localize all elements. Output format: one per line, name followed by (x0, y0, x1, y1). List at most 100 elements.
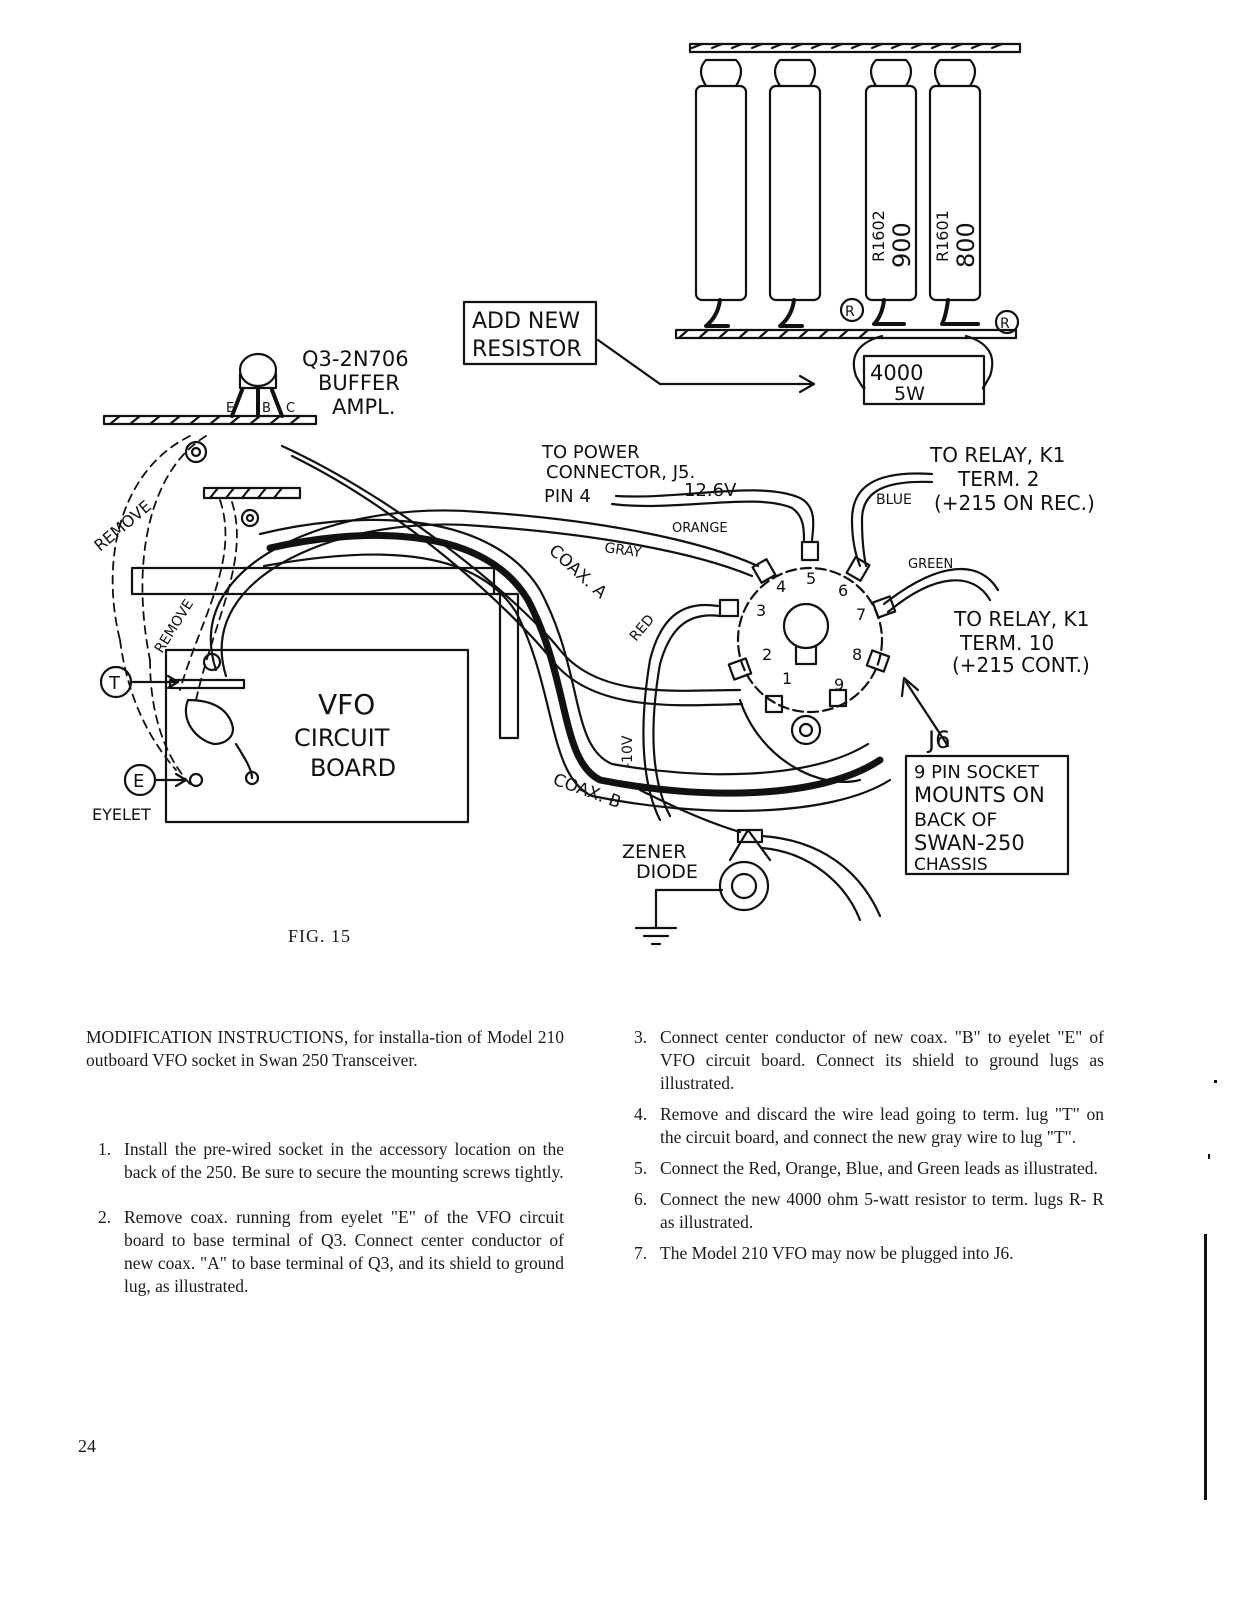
ebc-e: E (226, 401, 234, 416)
remove-label-2: REMOVE (152, 597, 197, 656)
r-mark-2: R (1000, 316, 1010, 332)
coax-b (258, 518, 892, 812)
step-number: 3. (634, 1027, 648, 1047)
coax-a-label: COAX. A (545, 541, 611, 603)
step-item: 2. Remove coax. running from eyelet "E" … (98, 1206, 564, 1298)
step-text: Connect the Red, Orange, Blue, and Green… (660, 1158, 1098, 1178)
blue-wire (850, 472, 934, 568)
circuit-label: CIRCUIT (294, 724, 390, 752)
red-wire (642, 603, 720, 822)
pin-1: 1 (782, 669, 792, 688)
to-relay-k1-a: TO RELAY, K1 (929, 443, 1065, 467)
socket-note-box (904, 754, 1070, 876)
pin-4: 4 (776, 577, 786, 596)
gray-wire (209, 509, 760, 672)
r1601-label: R1601 (933, 210, 952, 262)
scan-dot (1214, 1080, 1217, 1083)
pin-7: 7 (856, 605, 866, 624)
step-text: Remove and discard the wire lead going t… (660, 1104, 1104, 1147)
step-number: 7. (634, 1243, 648, 1263)
new-resistor-watt: 5W (894, 383, 925, 405)
pin-6: 6 (838, 581, 848, 600)
step-text: Connect center conductor of new coax. "B… (660, 1027, 1104, 1093)
scan-edge-mark (1204, 1234, 1207, 1500)
add-new-resistor-box (462, 300, 598, 366)
transistor-q3 (230, 352, 284, 418)
green-wire (882, 567, 1000, 606)
new-resistor-value: 4000 (870, 361, 923, 385)
intro-paragraph: MODIFICATION INSTRUCTIONS, for installa-… (86, 1027, 564, 1070)
pin-5: 5 (806, 569, 816, 588)
step-number: 2. (98, 1207, 112, 1227)
blue-label: BLUE (876, 492, 912, 508)
socket-note-3: BACK OF (914, 809, 997, 831)
step-text: Install the pre-wired socket in the acce… (124, 1139, 564, 1182)
r1602-value: 900 (888, 222, 916, 268)
step-text: Connect the new 4000 ohm 5-watt resistor… (660, 1189, 1104, 1232)
step-number: 5. (634, 1158, 648, 1178)
step-text: Remove coax. running from eyelet "E" of … (124, 1207, 564, 1296)
to-power-label: TO POWER (541, 442, 640, 463)
step-item: 3. Connect center conductor of new coax.… (634, 1026, 1104, 1095)
vfo-label: VFO (318, 688, 375, 721)
r1602-label: R1602 (869, 210, 888, 262)
minus-10v-label: -10V (620, 735, 636, 768)
step-item: 1. Install the pre-wired socket in the a… (98, 1138, 564, 1184)
e-marker-label: E (133, 771, 144, 792)
term10-label: TERM. 10 (959, 631, 1054, 655)
pin4-label: PIN 4 (544, 486, 591, 507)
step-number: 1. (98, 1139, 112, 1159)
coax-a (280, 444, 744, 707)
resistor-label: RESISTOR (472, 337, 582, 362)
vfo-circuit-board-outline (164, 648, 470, 824)
green-label: GREEN (908, 557, 953, 572)
orange-label: ORANGE (672, 521, 728, 536)
term2-label: TERM. 2 (957, 467, 1039, 491)
eyelet-label: EYELET (92, 805, 151, 824)
pin-2: 2 (762, 645, 772, 664)
power-wire-pin4 (614, 489, 815, 542)
resistor-bank (674, 42, 1022, 340)
to-relay-k1-b: TO RELAY, K1 (953, 607, 1089, 631)
socket-note-4: SWAN-250 (914, 831, 1025, 855)
plus215-rec: (+215 ON REC.) (934, 491, 1095, 515)
page-number: 24 (78, 1436, 96, 1456)
remove-wires (111, 435, 238, 785)
zener-label: ZENER (622, 841, 686, 863)
buffer-label: BUFFER (318, 371, 400, 395)
pin-9: 9 (834, 675, 844, 694)
ebc-c: C (286, 401, 295, 416)
ampl-label: AMPL. (332, 395, 396, 419)
plus215-cont: (+215 CONT.) (952, 653, 1090, 677)
step-number: 4. (634, 1104, 648, 1124)
pin-3: 3 (756, 601, 766, 620)
step-item: 4. Remove and discard the wire lead goin… (634, 1103, 1104, 1149)
socket-note-1: 9 PIN SOCKET (914, 762, 1040, 783)
q3-label: Q3-2N706 (302, 347, 409, 371)
step-number: 6. (634, 1189, 648, 1209)
step-item: 6. Connect the new 4000 ohm 5-watt resis… (634, 1188, 1104, 1234)
connector-label: CONNECTOR, J5. (546, 462, 695, 483)
r-mark-1: R (845, 304, 855, 320)
step-item: 7. The Model 210 VFO may now be plugged … (634, 1242, 1104, 1265)
diode-label: DIODE (636, 861, 698, 883)
wiring-diagram: Q3-2N706 BUFFER AMPL. E B C ADD NEW RESI… (90, 42, 1095, 946)
step-item: 5. Connect the Red, Orange, Blue, and Gr… (634, 1157, 1104, 1180)
zener-diode (634, 788, 882, 946)
socket-note-2: MOUNTS ON (914, 783, 1045, 807)
figure-caption: FIG. 15 (288, 926, 352, 946)
coax-b-label: COAX. B (550, 770, 623, 813)
step-text: The Model 210 VFO may now be plugged int… (660, 1243, 1014, 1263)
red-label: RED (627, 612, 658, 645)
socket-note-5: CHASSIS (914, 855, 988, 875)
pin-8: 8 (852, 645, 862, 664)
t-marker-label: T (108, 673, 121, 694)
scan-dot (1208, 1154, 1210, 1159)
board-label: BOARD (310, 754, 396, 782)
nine-pin-socket-j6 (718, 540, 897, 783)
new-resistor-4000-ohm (852, 334, 994, 406)
voltage-label: 12.6V (684, 480, 737, 501)
steps-left-column: 1. Install the pre-wired socket in the a… (98, 1138, 564, 1320)
j6-label: J6 (926, 726, 950, 754)
